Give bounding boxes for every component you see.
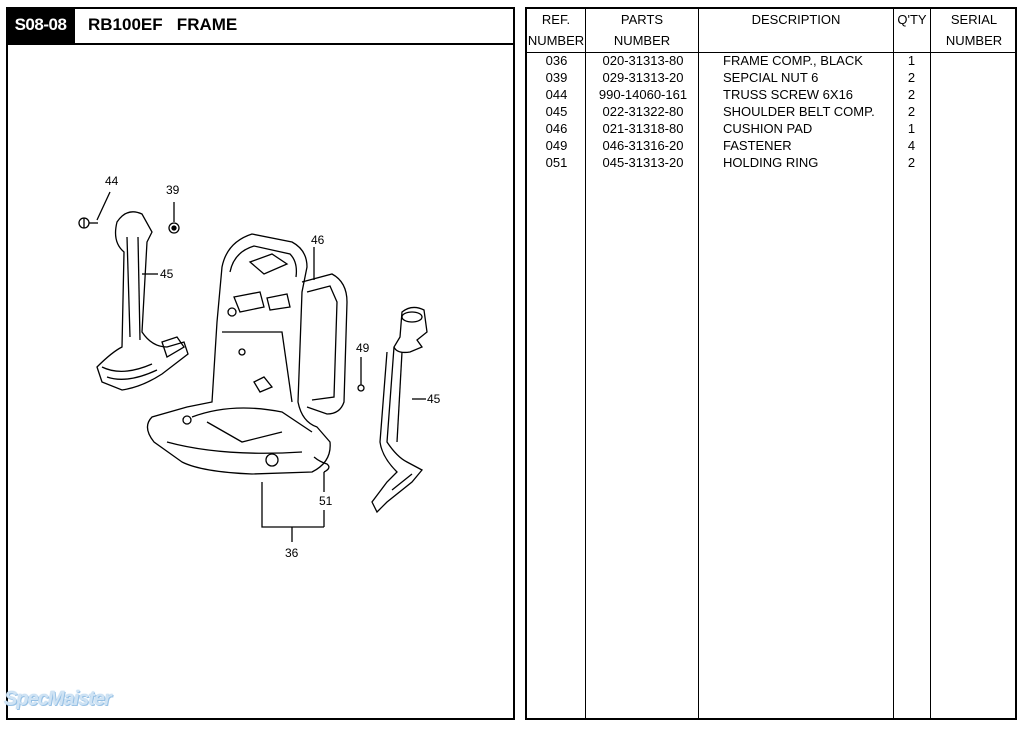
callout-49: 49 <box>356 341 370 355</box>
header-parts-line1: PARTS <box>620 12 664 27</box>
cell-part-number: 022-31322-80 <box>602 104 684 119</box>
table-row: 044 990-14060-161 TRUSS SCREW 6X16 2 <box>527 86 1015 103</box>
cell-description: SHOULDER BELT COMP. <box>723 104 875 119</box>
table-row: 036 020-31313-80 FRAME COMP., BLACK 1 <box>527 52 1015 69</box>
diagram-header <box>6 7 515 43</box>
callout-46: 46 <box>311 233 325 247</box>
header-serial-line1: SERIAL <box>950 12 998 27</box>
header-qty: Q'TY <box>894 9 930 30</box>
watermark-logo: SpecMaister <box>4 688 112 710</box>
header-parts-number: PARTS NUMBER <box>586 9 698 51</box>
cell-qty: 2 <box>907 70 916 85</box>
callout-39: 39 <box>166 183 180 197</box>
header-divider <box>527 52 1015 53</box>
cell-ref: 039 <box>545 70 568 85</box>
cell-part-number: 029-31313-20 <box>602 70 684 85</box>
holding-ring-part <box>313 456 330 473</box>
column-divider <box>893 9 894 718</box>
cell-ref: 045 <box>545 104 568 119</box>
fastener-part <box>357 384 365 392</box>
exploded-diagram-panel: 44 39 45 <box>6 43 515 720</box>
cell-ref: 044 <box>545 87 568 102</box>
cushion-pad-part <box>301 273 348 415</box>
cell-qty: 2 <box>907 104 916 119</box>
column-divider <box>698 9 699 718</box>
header-serial-line2: NUMBER <box>945 33 1003 48</box>
page-title: RB100EF FRAME <box>88 15 238 34</box>
table-row: 045 022-31322-80 SHOULDER BELT COMP. 2 <box>527 103 1015 120</box>
callout-36: 36 <box>285 546 299 560</box>
table-row: 046 021-31318-80 CUSHION PAD 1 <box>527 120 1015 137</box>
cell-description: HOLDING RING <box>723 155 819 170</box>
cell-qty: 1 <box>907 53 916 68</box>
table-row: 039 029-31313-20 SEPCIAL NUT 6 2 <box>527 69 1015 86</box>
column-divider <box>930 9 931 718</box>
cell-description: CUSHION PAD <box>723 121 813 136</box>
cell-qty: 2 <box>907 87 916 102</box>
cell-description: SEPCIAL NUT 6 <box>723 70 819 85</box>
cell-qty: 1 <box>907 121 916 136</box>
cell-ref: 046 <box>545 121 568 136</box>
bracket-36 <box>261 482 324 528</box>
section-code-badge: S08-08 <box>6 7 75 43</box>
cell-part-number: 020-31313-80 <box>602 53 684 68</box>
header-description-line1: DESCRIPTION <box>751 12 841 27</box>
frame-comp-part <box>146 233 331 475</box>
special-nut-part <box>168 222 180 234</box>
leader-44 <box>96 191 111 221</box>
callout-45-right: 45 <box>427 392 441 406</box>
cell-qty: 4 <box>907 138 916 153</box>
truss-screw-part <box>78 217 98 229</box>
header-ref-line2: NUMBER <box>527 33 585 48</box>
header-serial-number: SERIAL NUMBER <box>931 9 1017 51</box>
cell-part-number: 045-31313-20 <box>602 155 684 170</box>
cell-description: TRUSS SCREW 6X16 <box>723 87 854 102</box>
cell-ref: 049 <box>545 138 568 153</box>
column-divider <box>585 9 586 718</box>
table-row: 049 046-31316-20 FASTENER 4 <box>527 137 1015 154</box>
exploded-parts-diagram: 44 39 45 <box>78 174 441 560</box>
cell-part-number: 990-14060-161 <box>598 87 688 102</box>
cell-qty: 2 <box>907 155 916 170</box>
header-description: DESCRIPTION <box>699 9 893 30</box>
header-ref: REF. NUMBER <box>527 9 585 51</box>
cell-ref: 036 <box>545 53 568 68</box>
header-parts-line2: NUMBER <box>613 33 671 48</box>
callout-44: 44 <box>105 174 119 188</box>
cell-description: FASTENER <box>723 138 792 153</box>
cell-part-number: 021-31318-80 <box>602 121 684 136</box>
header-qty-line1: Q'TY <box>897 12 927 27</box>
header-ref-line1: REF. <box>541 12 571 27</box>
callout-45-left: 45 <box>160 267 174 281</box>
table-row: 051 045-31313-20 HOLDING RING 2 <box>527 154 1015 171</box>
cell-description: FRAME COMP., BLACK <box>723 53 863 68</box>
cell-part-number: 046-31316-20 <box>602 138 684 153</box>
cell-ref: 051 <box>545 155 568 170</box>
shoulder-belt-right-part <box>371 306 428 514</box>
callout-51: 51 <box>319 494 333 508</box>
parts-table: REF. NUMBER PARTS NUMBER DESCRIPTION Q'T… <box>525 7 1017 720</box>
shoulder-belt-left-part <box>96 211 189 391</box>
